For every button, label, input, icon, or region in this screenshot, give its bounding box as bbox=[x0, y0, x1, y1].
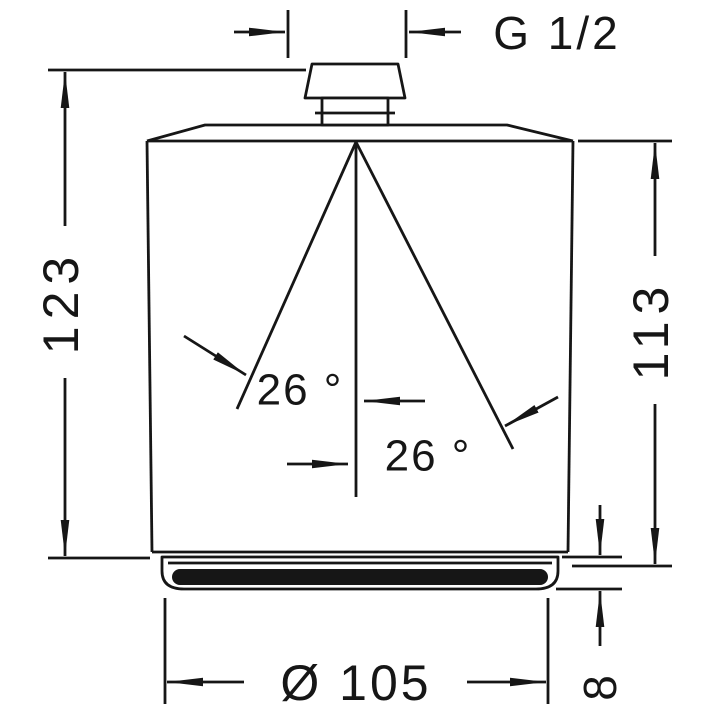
spray-face-plate bbox=[160, 555, 560, 591]
face-plate-outline bbox=[160, 555, 560, 591]
dimension-bottom-diameter bbox=[163, 598, 550, 704]
dimension-top-thread bbox=[234, 10, 461, 58]
angle-upper-label: 26 ° bbox=[257, 366, 344, 415]
angle-lower-label: 26 ° bbox=[385, 432, 472, 481]
body-left-side bbox=[145, 140, 154, 553]
dim-face-height-label: 8 bbox=[574, 675, 626, 701]
dimension-left-overall-height bbox=[48, 68, 306, 560]
dimension-face-height bbox=[556, 505, 622, 646]
spray-lines bbox=[183, 141, 559, 497]
dim-body-height-label: 113 bbox=[623, 280, 679, 381]
dim-thread-label: G 1/2 bbox=[493, 7, 621, 59]
showerhead-body bbox=[145, 123, 575, 554]
dimension-right-body-height bbox=[572, 139, 672, 568]
dim-diameter-label: Ø 105 bbox=[280, 655, 431, 711]
spray-line-left bbox=[235, 141, 358, 410]
drawing-linework bbox=[48, 10, 672, 704]
dimension-labels: G 1/2 123 113 26 ° 26 ° Ø 105 8 bbox=[33, 7, 679, 711]
body-top-cap bbox=[146, 123, 574, 143]
spray-line-right bbox=[354, 141, 515, 450]
face-plate-dark-band bbox=[172, 569, 548, 585]
spray-pointer-arrow-right bbox=[504, 395, 559, 428]
connector-upper-block bbox=[303, 62, 407, 100]
dim-overall-height-label: 123 bbox=[33, 250, 89, 354]
spray-pointer-arrow-left bbox=[183, 334, 247, 377]
connector-lower-block bbox=[320, 96, 390, 127]
showerhead-connector bbox=[303, 62, 407, 127]
body-right-side bbox=[566, 140, 575, 553]
